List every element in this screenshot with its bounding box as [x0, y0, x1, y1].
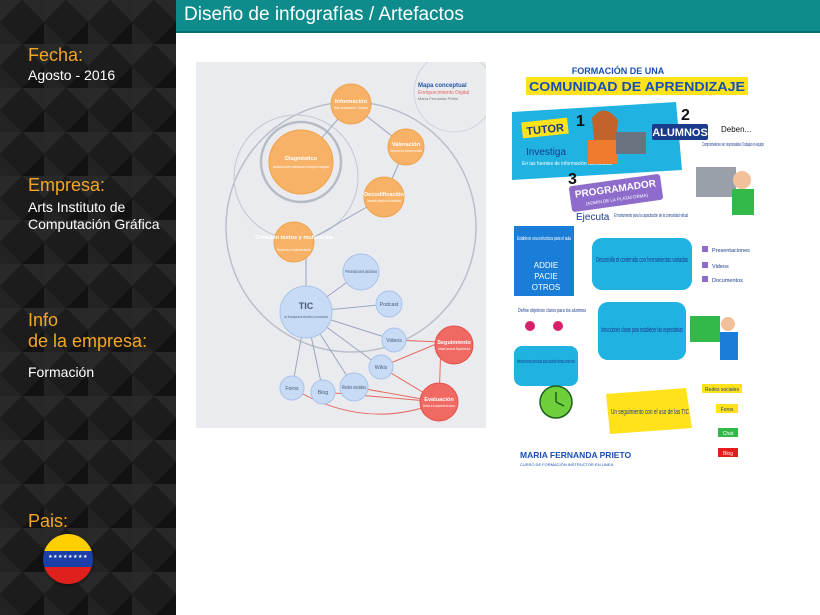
node-evaluacion-sub: Revisión de la comprensión del alumno [423, 404, 455, 408]
header-bar: Diseño de infografías / Artefactos [176, 0, 820, 33]
objetivos-label: Define objetivos claros para los alumnos [518, 308, 586, 314]
concept-title-2: Enriquecimiento Digital [418, 90, 469, 96]
node-videos: Videos [386, 338, 402, 344]
infog-title-2: COMUNIDAD DE APRENDIZAJE [529, 79, 745, 94]
info-label-line1: Info [28, 310, 59, 330]
company-label: Empresa: [28, 175, 106, 195]
infog-course: CURSO DE FORMACIÓN INSTRUCTOR EN LINEA [520, 462, 614, 467]
node-creacion-sub: Desarrollo e implementación [277, 248, 311, 252]
node-diagnostico-sub: Identificación al alumno Implementación … [273, 165, 329, 169]
node-valoracion: Valoración [392, 142, 421, 148]
node-podcast: Podcast [380, 302, 399, 308]
learning-community-infographic: FORMACIÓN DE UNA COMUNIDAD DE APRENDIZAJ… [506, 62, 770, 472]
infog-author: MARIA FERNANDA PRIETO [520, 450, 632, 460]
venezuela-flag-icon: ★★★★★★★★ [43, 534, 93, 584]
node-tic: TIC [299, 301, 314, 311]
date-value: Agosto - 2016 [28, 67, 116, 83]
programador-number: 3 [568, 171, 577, 188]
tag-foros: Foros [721, 407, 734, 413]
node-evaluacion: Evaluación [424, 397, 454, 403]
investiga-sub: En las fuentes de información adecuadas [522, 161, 612, 167]
node-seguimiento: Seguimiento [437, 340, 471, 346]
tag-chat: Chat [723, 431, 734, 437]
tutor-label: TUTOR [526, 122, 565, 138]
company-value-line2: Computación Gráfica [28, 216, 160, 232]
alumnos-label: ALUMNOS [652, 127, 708, 139]
estructura-label: Establece una estructura para el aula [517, 236, 572, 242]
page-title: Diseño de infografías / Artefactos [184, 4, 464, 25]
node-diagnostico: Diagnóstico [285, 156, 318, 162]
instrucciones-label: Intrucciones claras para establecer las … [601, 327, 683, 334]
concept-map-image: Diagnóstico Información Valoración Decod… [196, 62, 486, 428]
country-label: Pais: [28, 511, 69, 531]
infog-title-1: FORMACIÓN DE UNA [572, 65, 665, 76]
check-videos: Videos [712, 264, 729, 270]
alumnos-number: 2 [681, 107, 690, 124]
concept-title-1: Mapa conceptual [418, 83, 467, 89]
addie-label: ADDIE [534, 261, 558, 270]
tag-blog: Blog [723, 451, 733, 457]
company-value-line1: Arts Instituto de [28, 199, 126, 215]
node-blog: Blog [318, 390, 328, 396]
concept-author: María Fernanda Prieto [418, 96, 459, 101]
desarrolla-label: Desarrolla el contenido con herramientas… [596, 255, 688, 264]
investiga-label: Investiga [526, 147, 566, 158]
tag-redes: Redes sociales [705, 387, 739, 393]
tutor-number: 1 [576, 113, 585, 130]
otros-label: OTROS [532, 283, 560, 292]
node-valoracion-sub: Comprensión de la información encontrada [390, 149, 422, 153]
node-wikis: Wikis [375, 365, 388, 371]
node-informacion: Información [335, 99, 368, 105]
node-informacion-sub: filtrar documentos / Guiados [334, 106, 368, 110]
flag-stars: ★★★★★★★★ [48, 554, 88, 560]
date-label: Fecha: [28, 45, 84, 65]
ejecuta-sub: El instrumento para la capacitación de l… [614, 213, 688, 219]
sidebar: Fecha: Agosto - 2016 Empresa: Arts Insti… [0, 0, 176, 615]
info-value: Formación [28, 364, 95, 380]
node-seguimiento-sub: Debate personal Seguimientos [438, 347, 470, 351]
node-creacion: Creación textos y multimedia [255, 235, 334, 241]
node-redes: Redes sociales [342, 385, 366, 391]
deben-sub: Comprometerse ser responsables Trabajar … [702, 142, 764, 148]
info-label-line2: de la empresa: [28, 331, 148, 351]
node-decodificacion-sub: Depuración y selección de los contenidos [367, 199, 401, 203]
node-presentaciones: Presentaciones atractivas [345, 269, 378, 274]
pacie-label: PACIE [534, 272, 557, 281]
check-documentos: Documentos [712, 278, 743, 284]
check-presentaciones: Presentaciones [712, 248, 750, 254]
node-decodificacion: Decodificación [364, 192, 404, 198]
deben-label: Deben... [721, 125, 751, 134]
ejecuta-label: Ejecuta [576, 212, 610, 223]
node-tic-sub: Las Tecnologías de la Información y la C… [284, 315, 328, 319]
intervenciones-label: Intervenciones precisas para abordar tem… [517, 359, 575, 365]
seguimiento-label: Un seguimiento con el uso de las TIC [611, 409, 689, 416]
node-foros: Foros [285, 386, 299, 392]
